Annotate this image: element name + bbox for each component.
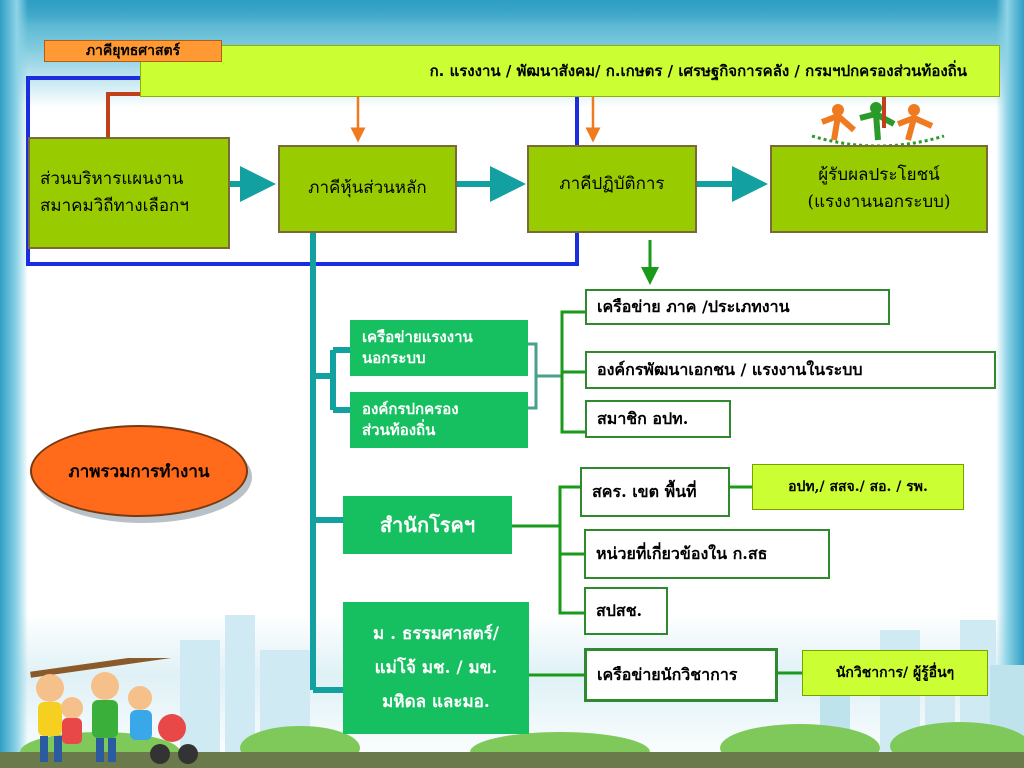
- academics-box: นักวิชาการ/ ผู้รู้อื่นๆ: [802, 650, 988, 696]
- health-office-label: สปสช.: [596, 600, 643, 620]
- local-units-label: อปท,/ สสจ./ สอ. / รพ.: [788, 479, 928, 495]
- academic-network-box: เครือข่ายนักวิชาการ: [584, 648, 778, 702]
- academics-label: นักวิชาการ/ ผู้รู้อื่นๆ: [835, 665, 955, 681]
- admin-box: ส่วนบริหารแผนงาน สมาคมวิถีทางเลือกฯ: [28, 137, 230, 249]
- admin-line1: ส่วนบริหารแผนงาน: [40, 168, 184, 189]
- related-units-box: หน่วยที่เกี่ยวข้องใน ก.สธ: [584, 529, 830, 579]
- local-government-line1: องค์กรปกครอง: [362, 400, 459, 418]
- overview-ellipse: ภาพรวมการทำงาน: [30, 425, 248, 517]
- lao-member-box: สมาชิก อปท.: [585, 400, 731, 438]
- ngo-formal-box: องค์กรพัฒนาเอกชน / แรงงานในระบบ: [585, 351, 996, 389]
- informal-network-line2: นอกระบบ: [362, 349, 426, 367]
- disease-office-box: สำนักโรคฯ: [343, 496, 512, 554]
- local-government-line2: ส่วนท้องถิ่น: [362, 421, 436, 439]
- university-line3: มหิดล และมอ.: [382, 692, 490, 712]
- local-government-box: องค์กรปกครอง ส่วนท้องถิ่น: [350, 392, 528, 448]
- frame-right: [996, 0, 1024, 768]
- university-line1: ม . ธรรมศาสตร์/: [373, 624, 499, 644]
- operational-partner-box: ภาคีปฏิบัติการ: [527, 145, 697, 233]
- beneficiary-line1: ผู้รับผลประโยชน์: [818, 164, 940, 185]
- related-units-label: หน่วยที่เกี่ยวข้องใน ก.สธ: [596, 543, 768, 563]
- core-partner-label: ภาคีหุ้นส่วนหลัก: [308, 178, 427, 199]
- operational-partner-label: ภาคีปฏิบัติการ: [559, 174, 665, 194]
- strategic-partner-tag: ภาคียุทธศาสตร์: [44, 40, 222, 62]
- provincial-office-box: สคร. เขต พื้นที่: [580, 467, 730, 517]
- strategic-partner-label: ภาคียุทธศาสตร์: [85, 43, 181, 59]
- people-logo-icon: [811, 102, 945, 146]
- ngo-formal-label: องค์กรพัฒนาเอกชน / แรงงานในระบบ: [597, 359, 863, 379]
- red-connector-line: [106, 92, 886, 137]
- informal-network-box: เครือข่ายแรงงาน นอกระบบ: [350, 320, 528, 376]
- ministries-label: ก. แรงงาน / พัฒนาสังคม/ ก.เกษตร / เศรษฐก…: [429, 62, 967, 80]
- academic-network-label: เครือข่ายนักวิชาการ: [597, 664, 738, 684]
- lao-member-label: สมาชิก อปท.: [597, 408, 689, 428]
- health-office-box: สปสช.: [584, 587, 668, 635]
- local-units-box: อปท,/ สสจ./ สอ. / รพ.: [752, 464, 964, 510]
- children-illustration-icon: [30, 658, 198, 764]
- network-region-label: เครือข่าย ภาค /ประเภทงาน: [597, 296, 790, 316]
- disease-office-label: สำนักโรคฯ: [379, 513, 476, 537]
- frame-top: [0, 0, 1024, 26]
- frame-left: [0, 0, 28, 768]
- core-partner-box: ภาคีหุ้นส่วนหลัก: [278, 145, 457, 233]
- admin-line2: สมาคมวิถีทางเลือกฯ: [40, 196, 189, 216]
- overview-label: ภาพรวมการทำงาน: [68, 461, 210, 482]
- network-region-box: เครือข่าย ภาค /ประเภทงาน: [585, 289, 890, 325]
- university-box: ม . ธรรมศาสตร์/ แม่โจ้ มช. / มข. มหิดล แ…: [343, 602, 529, 734]
- provincial-office-label: สคร. เขต พื้นที่: [592, 481, 697, 501]
- informal-network-line1: เครือข่ายแรงงาน: [362, 328, 473, 346]
- beneficiary-line2: (แรงงานนอกระบบ): [807, 192, 951, 212]
- university-line2: แม่โจ้ มช. / มข.: [374, 658, 498, 678]
- beneficiary-box: ผู้รับผลประโยชน์ (แรงงานนอกระบบ): [770, 145, 988, 233]
- ministries-box: ก. แรงงาน / พัฒนาสังคม/ ก.เกษตร / เศรษฐก…: [140, 45, 1000, 97]
